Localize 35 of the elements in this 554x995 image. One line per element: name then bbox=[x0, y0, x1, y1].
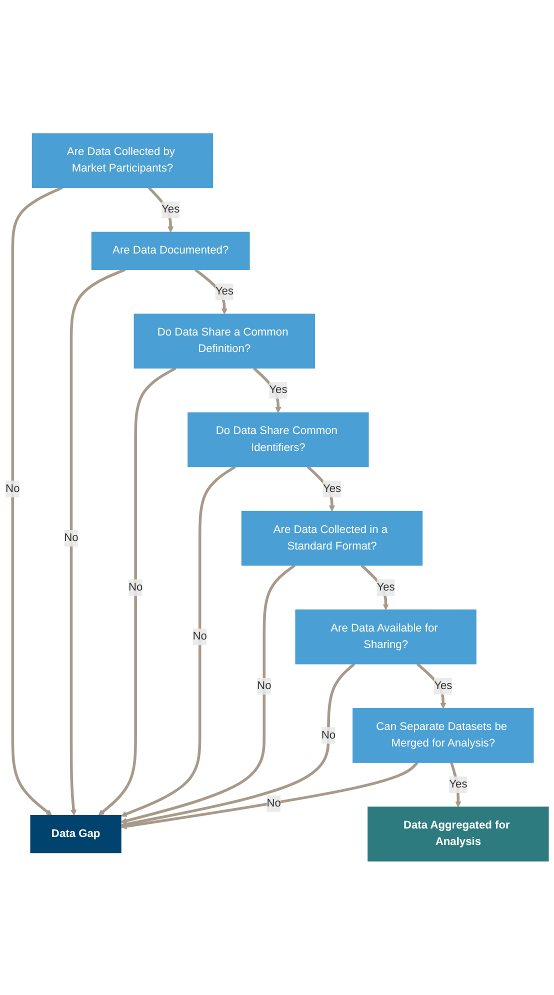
arrow bbox=[120, 762, 418, 830]
edge-label: Yes bbox=[269, 384, 288, 396]
edge-label: No bbox=[6, 482, 20, 495]
node-box: Data Aggregated for Analysis bbox=[368, 806, 549, 862]
arrow bbox=[120, 564, 296, 824]
edge-label: No bbox=[266, 798, 281, 810]
edge-label: No bbox=[257, 680, 272, 692]
edge-label: Yes bbox=[449, 778, 468, 790]
node-box: Are Data Documented? bbox=[91, 232, 250, 270]
edge-label: Yes bbox=[162, 204, 180, 216]
edge-label: Yes bbox=[376, 582, 395, 594]
node-box: Can Separate Datasets be Merged for Analysis? bbox=[352, 708, 534, 764]
edge-label: No bbox=[321, 729, 336, 742]
edge-label: No bbox=[192, 630, 207, 643]
arrow bbox=[360, 564, 389, 610]
arrow bbox=[120, 663, 356, 828]
arrow bbox=[253, 367, 282, 414]
node-box: Are Data Collected in a Standard Format? bbox=[241, 511, 423, 566]
node-box: Are Data Available for Sharing? bbox=[295, 610, 476, 664]
node-box: Data Gap bbox=[30, 815, 122, 854]
edge-label: Yes bbox=[434, 680, 452, 692]
arrow bbox=[120, 466, 236, 818]
node-box: Do Data Share Common Identifiers? bbox=[188, 412, 369, 468]
arrow bbox=[306, 466, 336, 512]
node-box: Do Data Share a Common Definition? bbox=[134, 314, 315, 369]
arrow bbox=[148, 186, 174, 233]
arrow bbox=[98, 367, 176, 816]
edge-label: No bbox=[128, 582, 143, 594]
arrow bbox=[11, 186, 63, 816]
arrow bbox=[70, 268, 126, 816]
edge-label: No bbox=[64, 532, 78, 544]
arrow bbox=[194, 268, 228, 314]
edge-label: Yes bbox=[215, 286, 234, 298]
node-box: Are Data Collected by Market Participants? bbox=[32, 133, 214, 188]
edge-label: Yes bbox=[322, 482, 342, 495]
